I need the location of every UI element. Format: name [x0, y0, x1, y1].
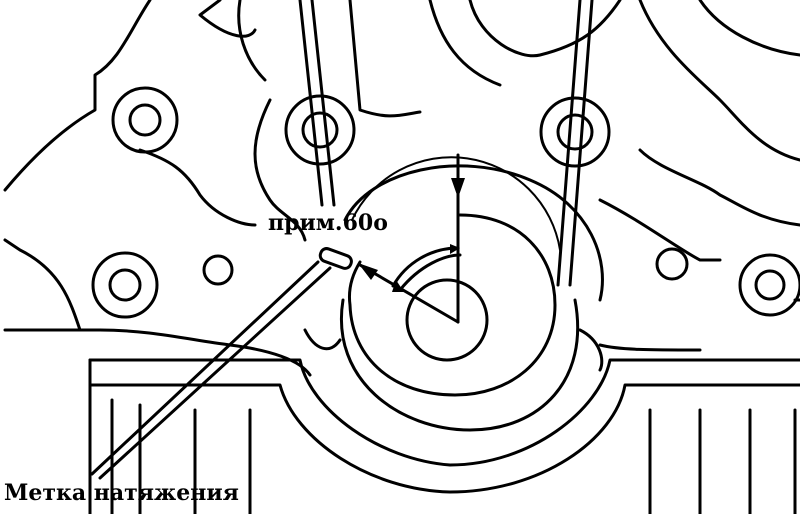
arrow-head-icon — [358, 263, 378, 280]
engine-block-outline — [3, 0, 800, 347]
bolt-boss-right — [655, 247, 800, 317]
lower-housing — [88, 343, 800, 514]
belt — [298, 0, 594, 287]
bolt-boss-left — [91, 251, 234, 319]
angle-label: прим.60о — [268, 210, 388, 236]
angle-indicator — [358, 153, 465, 324]
arrow-down-icon — [451, 178, 465, 198]
bolt-boss-upper-left — [111, 86, 179, 154]
tension-mark-label: Метка натяжения — [4, 480, 239, 506]
crank-pulley — [303, 156, 604, 432]
bolt-boss-upper-center — [284, 94, 356, 166]
bolt-boss-upper-right — [539, 96, 611, 168]
tension-mark — [90, 247, 353, 480]
